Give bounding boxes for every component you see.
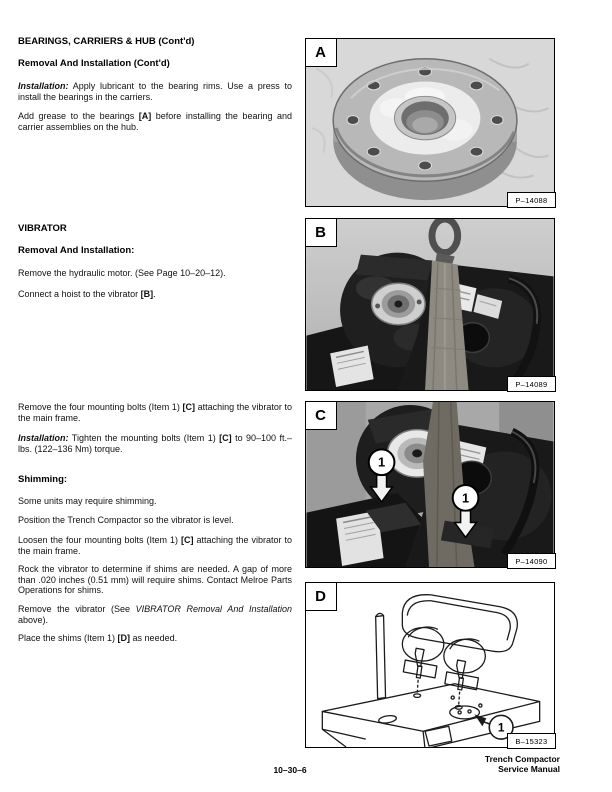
figure-caption-c: P–14090 <box>507 553 556 569</box>
figure-label-d: D <box>304 581 337 611</box>
paragraph-place-shims: Place the shims (Item 1) [D] as needed. <box>18 633 292 644</box>
callout-1-shim: 1 <box>474 714 514 740</box>
hoist-strap <box>425 219 469 390</box>
paragraph-tighten-bolts: Installation: Tighten the mounting bolts… <box>18 433 292 454</box>
manual-title: Trench Compactor Service Manual <box>485 754 560 774</box>
vibrator-bolts-photo: 1 1 <box>306 402 554 567</box>
figure-label-c: C <box>304 400 337 430</box>
place-post: as needed. <box>130 633 178 643</box>
bolts-post: attaching the vibrator to the main frame… <box>18 402 293 423</box>
cross-reference-italic: VIBRATOR Removal And Installation <box>135 604 293 614</box>
section-subtitle-vibrator: Removal And Installation: <box>18 245 135 256</box>
main-frame-line-art <box>321 683 541 747</box>
tighten-lead: Installation: <box>18 433 69 443</box>
figure-caption-d: B–15323 <box>507 733 556 749</box>
section-subtitle-bearings: Removal And Installation (Cont'd) <box>18 58 170 69</box>
paragraph-connect-hoist: Connect a hoist to the vibrator [B]. <box>18 289 292 300</box>
paragraph-installation-lubricant: Installation: Apply lubricant to the bea… <box>18 81 292 102</box>
figure-caption-a: P–14088 <box>507 192 556 208</box>
callout-number-1: 1 <box>378 455 385 470</box>
grease-post: before installing the bearing and carrie… <box>18 111 293 132</box>
figure-panel-c: 1 1 C P–14090 <box>304 400 556 569</box>
manual-title-line2: Service Manual <box>498 764 560 774</box>
callout-number-1: 1 <box>498 721 505 735</box>
remove-vib-post: above). <box>18 614 49 625</box>
paragraph-remove-motor: Remove the hydraulic motor. (See Page 10… <box>18 268 226 278</box>
figure-panel-b: B P–14089 <box>304 217 556 392</box>
tighten-mid: Tighten the mounting bolts (Item 1) <box>68 433 220 443</box>
figure-ref-b: [B] <box>140 289 154 299</box>
grease-pre: Add grease to the bearings <box>18 111 139 121</box>
vibrator-hoist-photo <box>306 219 554 390</box>
paragraph-remove-vibrator: Remove the vibrator (See VIBRATOR Remova… <box>18 604 292 625</box>
paragraph-position-level: Position the Trench Compactor so the vib… <box>18 515 234 525</box>
paragraph-some-units: Some units may require shimming. <box>18 496 157 506</box>
figure-label-a: A <box>304 37 337 67</box>
figure-ref-c2: [C] <box>219 433 232 443</box>
paragraph-loosen-bolts: Loosen the four mounting bolts (Item 1) … <box>18 535 292 556</box>
section-title-shimming: Shimming: <box>18 474 68 485</box>
paragraph-add-grease: Add grease to the bearings [A] before in… <box>18 111 292 132</box>
place-pre: Place the shims (Item 1) <box>18 633 118 643</box>
installation-lead: Installation: <box>18 81 69 91</box>
bearing-carrier-photo <box>306 39 554 206</box>
figure-caption-b: P–14089 <box>507 376 556 392</box>
callout-number-1: 1 <box>462 490 469 505</box>
manual-title-line1: Trench Compactor <box>484 754 560 764</box>
installation-rest: Apply lubricant to the bearing rims. Use… <box>18 81 292 102</box>
loosen-pre: Loosen the four mounting bolts (Item 1) <box>18 535 181 545</box>
hoist-post: . <box>153 289 156 299</box>
vibrator-body <box>306 252 554 390</box>
hoist-pre: Connect a hoist to the vibrator <box>18 289 141 299</box>
figure-label-b: B <box>304 217 337 247</box>
page-number: 10–30–6 <box>273 765 307 775</box>
tighten-post: to 90–100 ft.–lbs. (122–136 Nm) torque. <box>18 433 293 454</box>
figure-panel-a: A P–14088 <box>304 37 556 208</box>
figure-ref-c1: [C] <box>182 402 195 412</box>
loosen-post: attaching the vibrator to the main frame… <box>18 535 292 556</box>
callout-1-left: 1 <box>367 448 396 504</box>
shim-placement-drawing: 1 <box>306 583 554 747</box>
remove-vib-pre: Remove the vibrator (See <box>18 604 136 614</box>
figure-ref-d: [D] <box>117 633 131 643</box>
paragraph-rock-vibrator: Rock the vibrator to determine if shims … <box>18 564 292 596</box>
bearing-carrier-ring <box>332 58 518 201</box>
callout-1-right: 1 <box>451 484 480 539</box>
section-title-bearings: BEARINGS, CARRIERS & HUB (Cont'd) <box>18 36 195 47</box>
paragraph-remove-bolts: Remove the four mounting bolts (Item 1) … <box>18 402 292 423</box>
section-title-vibrator: VIBRATOR <box>18 223 67 234</box>
figure-panel-d: 1 D B–15323 <box>304 581 556 749</box>
bolts-pre: Remove the four mounting bolts (Item 1) <box>18 402 183 412</box>
figure-ref-a: [A] <box>138 111 152 121</box>
figure-ref-c3: [C] <box>181 535 194 545</box>
